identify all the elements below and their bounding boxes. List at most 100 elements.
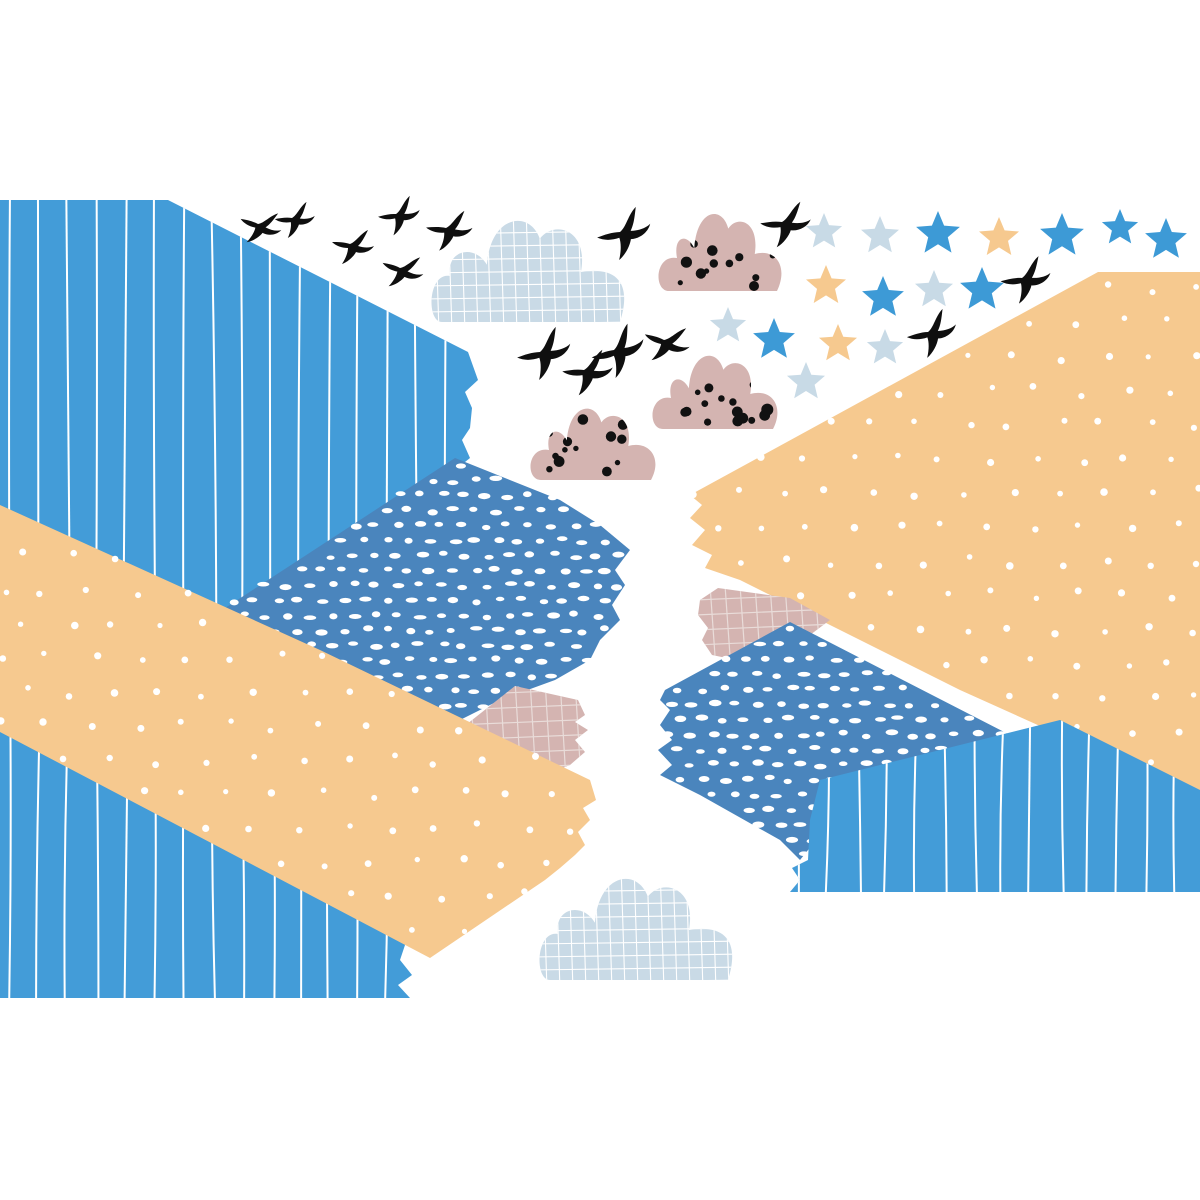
- pattern-dot: [808, 777, 820, 784]
- pattern-dot: [25, 685, 31, 691]
- pattern-dot: [589, 521, 602, 527]
- star: [1040, 213, 1084, 255]
- pattern-dot: [488, 565, 500, 572]
- pattern-dot: [384, 566, 393, 572]
- swallow-bird: [274, 201, 315, 239]
- pattern-dot: [1149, 419, 1156, 425]
- pattern-dot: [1051, 630, 1059, 638]
- pattern-dot: [3, 589, 10, 596]
- pattern-dot: [360, 536, 369, 543]
- pattern-dot: [435, 673, 449, 680]
- grid-line: [698, 588, 702, 665]
- pattern-dot: [1190, 692, 1197, 698]
- pattern-dot: [548, 791, 555, 798]
- pattern-dot: [198, 618, 207, 627]
- pattern-dot: [424, 539, 437, 544]
- pattern-dot: [1126, 386, 1134, 394]
- pattern-dot: [371, 794, 378, 801]
- swallow-bird: [597, 206, 651, 260]
- pattern-dot: [346, 755, 354, 763]
- swallow-bird: [760, 201, 811, 248]
- pattern-dot: [849, 718, 862, 724]
- pattern-dot: [348, 614, 362, 619]
- pattern-dot: [787, 684, 800, 691]
- pattern-dot: [17, 621, 24, 627]
- pattern-dot: [350, 523, 362, 530]
- swallow-bird: [378, 195, 420, 236]
- pattern-dot: [696, 749, 705, 754]
- pattern-dot: [455, 521, 467, 528]
- pattern-dot: [470, 626, 483, 631]
- pattern-dot: [524, 581, 535, 587]
- pattern-dot: [817, 703, 829, 709]
- pattern-dot: [861, 733, 871, 740]
- pattern-dot: [198, 693, 204, 700]
- pattern-dot: [19, 548, 27, 556]
- pattern-dot: [783, 656, 795, 663]
- pattern-dot: [395, 491, 406, 497]
- pattern-dot: [457, 674, 470, 679]
- star: [787, 362, 825, 399]
- pattern-dot: [799, 641, 808, 646]
- pattern-dot: [916, 625, 925, 634]
- pattern-dot: [321, 863, 328, 870]
- pattern-dot: [425, 629, 434, 635]
- pattern-dot: [1094, 417, 1102, 425]
- pattern-dot: [1119, 454, 1127, 462]
- swallow-bird: [562, 349, 613, 396]
- pattern-dot: [416, 726, 424, 734]
- pattern-dot: [785, 625, 795, 632]
- pattern-dot: [867, 624, 875, 631]
- pattern-dot: [447, 480, 459, 486]
- pattern-dot: [381, 508, 393, 514]
- pattern-dot: [1007, 351, 1015, 359]
- left-peach-hill: [0, 505, 596, 958]
- pattern-dot: [547, 612, 560, 619]
- pattern-dot: [477, 704, 489, 709]
- pattern-dot: [793, 822, 807, 827]
- pattern-dot: [1006, 692, 1013, 700]
- pattern-dot: [848, 591, 856, 599]
- pattern-dot: [895, 452, 901, 459]
- pattern-dot: [461, 928, 468, 935]
- pattern-dot: [184, 589, 192, 597]
- pattern-dot: [455, 727, 463, 735]
- pattern-dot: [875, 717, 886, 722]
- pattern-dot: [787, 748, 797, 754]
- pattern-dot: [560, 568, 571, 575]
- pattern-dot: [379, 659, 391, 665]
- pattern-dot: [1164, 316, 1170, 322]
- pattern-dot: [320, 787, 327, 793]
- pattern-dot: [444, 658, 458, 664]
- pattern-dot: [468, 689, 480, 694]
- polka-cloud: [652, 355, 778, 429]
- pattern-dot: [898, 521, 906, 529]
- pattern-dot: [303, 615, 317, 620]
- pattern-dot: [987, 458, 995, 467]
- pattern-dot: [752, 821, 765, 828]
- pattern-dot: [370, 552, 379, 559]
- pattern-dot: [593, 583, 603, 590]
- pattern-dot: [436, 613, 447, 618]
- pattern-dot: [1073, 662, 1081, 670]
- pattern-dot: [503, 552, 516, 558]
- pattern-dot: [506, 613, 515, 619]
- pattern-dot: [511, 568, 523, 575]
- pattern-dot: [39, 718, 47, 726]
- pattern-dot: [1104, 281, 1112, 288]
- swallow-bird: [426, 210, 473, 251]
- pattern-dot: [965, 628, 972, 635]
- pattern-dot: [961, 492, 967, 498]
- pattern-dot: [110, 689, 119, 697]
- pattern-dot: [392, 583, 405, 589]
- pattern-dot: [1117, 589, 1126, 597]
- pattern-dot: [887, 590, 893, 596]
- pattern-dot: [279, 584, 292, 591]
- pattern-dot: [505, 581, 518, 586]
- pattern-dot: [59, 755, 67, 763]
- pattern-dot: [36, 590, 43, 598]
- pattern-dot: [577, 629, 587, 636]
- pattern-dot: [600, 539, 610, 546]
- pattern-dot: [743, 686, 754, 693]
- grid-cloud: [539, 878, 733, 980]
